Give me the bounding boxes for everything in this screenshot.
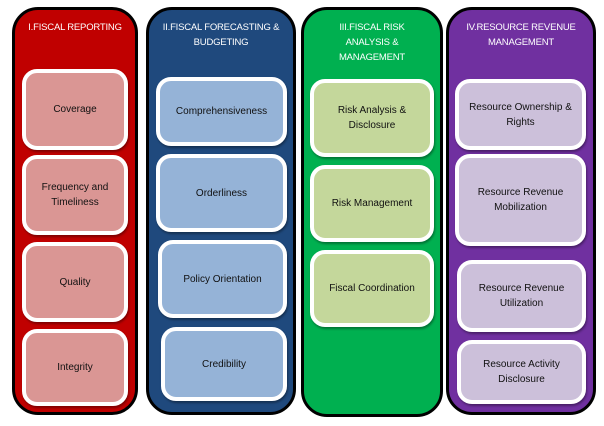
item-comprehensiveness: Comprehensiveness bbox=[156, 77, 287, 146]
item-risk-analysis-disclosure: Risk Analysis & Disclosure bbox=[310, 79, 434, 157]
pillar-fiscal-reporting: I.FISCAL REPORTING Coverage Frequency an… bbox=[12, 7, 138, 415]
item-resource-revenue-mobilization: Resource Revenue Mobilization bbox=[455, 154, 586, 246]
item-frequency-timeliness: Frequency and Timeliness bbox=[22, 155, 128, 235]
item-quality: Quality bbox=[22, 242, 128, 322]
item-orderliness: Orderliness bbox=[156, 154, 287, 232]
item-resource-ownership-rights: Resource Ownership & Rights bbox=[455, 79, 586, 150]
item-resource-revenue-utilization: Resource Revenue Utilization bbox=[457, 260, 586, 332]
item-coverage: Coverage bbox=[22, 69, 128, 150]
item-resource-activity-disclosure: Resource Activity Disclosure bbox=[457, 340, 586, 404]
pillar-resource-revenue-management: IV.RESOURCE REVENUE MANAGEMENT Resource … bbox=[446, 7, 596, 415]
item-fiscal-coordination: Fiscal Coordination bbox=[310, 250, 434, 327]
pillar-title: IV.RESOURCE REVENUE MANAGEMENT bbox=[466, 22, 576, 48]
item-integrity: Integrity bbox=[22, 329, 128, 406]
item-credibility: Credibility bbox=[161, 327, 287, 401]
pillar-fiscal-risk-analysis-management: III.FISCAL RISK ANALYSIS & MANAGEMENT Ri… bbox=[301, 7, 443, 417]
pillar-title: III.FISCAL RISK ANALYSIS & MANAGEMENT bbox=[338, 22, 406, 63]
item-policy-orientation: Policy Orientation bbox=[158, 240, 287, 318]
item-risk-management: Risk Management bbox=[310, 165, 434, 242]
pillar-title: I.FISCAL REPORTING bbox=[28, 22, 122, 33]
pillar-title: II.FISCAL FORECASTING & BUDGETING bbox=[162, 22, 280, 48]
pillar-fiscal-forecasting-budgeting: II.FISCAL FORECASTING & BUDGETING Compre… bbox=[146, 7, 296, 415]
